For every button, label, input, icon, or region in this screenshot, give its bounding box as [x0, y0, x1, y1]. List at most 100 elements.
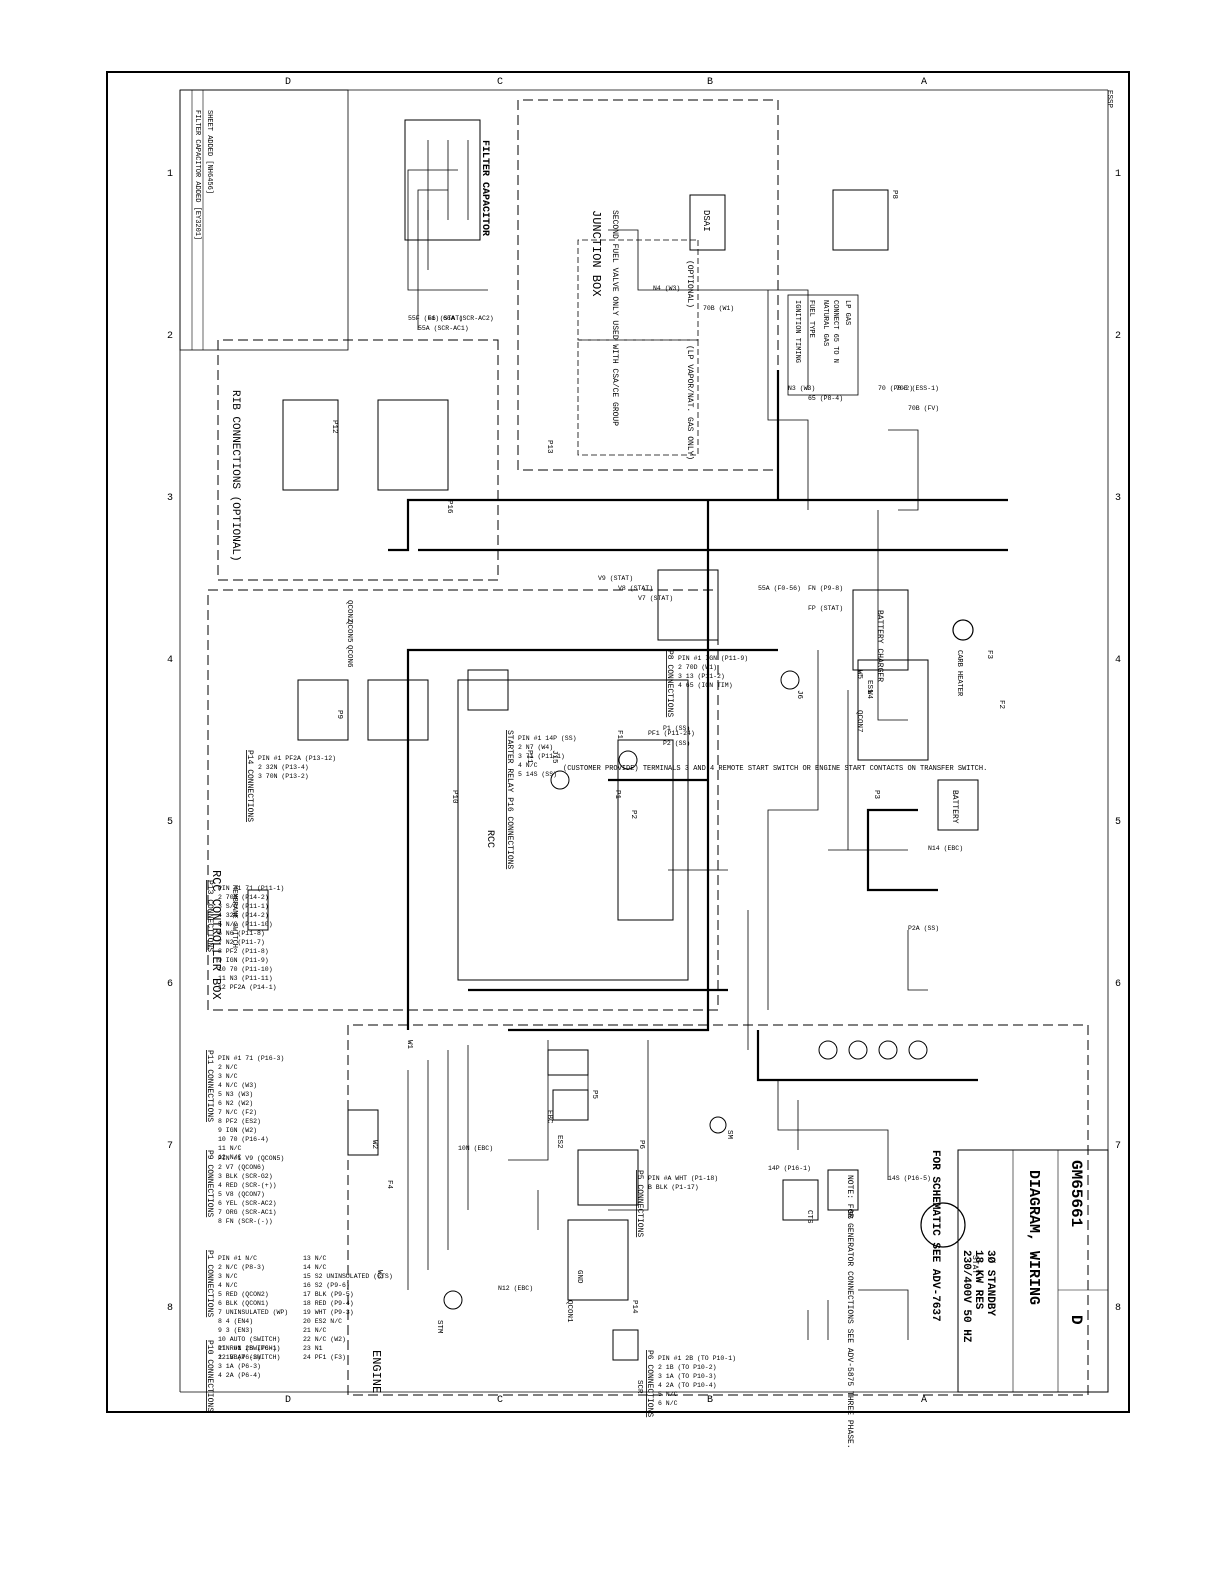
gnd-icon [709, 1116, 727, 1134]
pin-table-row: 5 N3 (W3) [218, 1091, 253, 1098]
zone-letter-top: A [921, 77, 927, 88]
pin-table-row: 13 N/C [303, 1255, 327, 1262]
cts-sensor [552, 1089, 589, 1121]
harness [388, 370, 1008, 1082]
wire-labels: 55F (F1)66 (STAT)66A (SCR-AC2)55A (SCR-A… [408, 285, 963, 1292]
connector-label: QCON2 [345, 600, 353, 623]
battery-label: BATTERY [950, 790, 959, 824]
pin-table-row: 8 4 (EN4) [218, 1318, 253, 1325]
pin-table-row: 3 70N (P13-2) [258, 773, 309, 780]
ss-solenoid [782, 1179, 819, 1221]
f2-fuse-icon [550, 770, 570, 790]
fuel-note-optional: (OPTIONAL) [685, 260, 694, 308]
wire-label: N3 (W3) [788, 385, 815, 392]
connector-p1 [617, 739, 674, 921]
membrane-switch [247, 889, 269, 931]
connector-label: W5 [855, 670, 863, 680]
wire-label: 70E (ESS-1) [896, 385, 939, 392]
pin-table-title: P13 CONNECTIONS [205, 880, 214, 952]
pin-table-row: 2 70D (W1) [678, 664, 717, 671]
pin-table-row: 4 2A (P6-4) [218, 1372, 261, 1379]
pin-table-row: PIN #1 PF2A (P13-12) [258, 755, 336, 762]
rib-box: RIB CONNECTIONS (OPTIONAL) [217, 339, 499, 581]
pin-table-row: 9 3 (EN3) [218, 1327, 253, 1334]
connector-label: P9 [335, 710, 343, 719]
alternator-l3 [818, 1040, 838, 1060]
filter-capacitor-label: FILTER CAPACITOR [479, 140, 490, 236]
pin-table-row: 2 70N (P14-2) [218, 894, 269, 901]
pin-table-row: 10 70 (P11-10) [218, 966, 273, 973]
connector-label: P14 [630, 1300, 638, 1314]
pin-table-row: 21 N/C [303, 1327, 327, 1334]
dsai-label: DSAI [701, 210, 711, 232]
pin-table-row: 12 N/C [218, 1154, 242, 1161]
stat-label: STAT [970, 1255, 979, 1274]
pin-table-row: PIN #1 14P (SS) [518, 735, 577, 742]
timing-table [787, 294, 859, 396]
customer-note: (CUSTOMER PROVIDE) TERMINALS 3 AND 4 REM… [563, 765, 987, 773]
pin-table-row: 5 N/C [658, 1391, 678, 1398]
battery-area: BATTERY CHARGER CARB HEATER BATTERY [852, 589, 979, 831]
connector-label: STM [435, 1320, 443, 1334]
connector-j15 [377, 399, 449, 491]
pin-table-title: P9 CONNECTIONS [205, 1150, 214, 1217]
zone-letter-top: D [285, 77, 291, 88]
connector-label: P16 [445, 500, 453, 514]
pin-table-row: 3 S/O (P11-1) [218, 903, 269, 910]
zone-letter-bottom: B [707, 1395, 713, 1406]
zone-letter-bottom: A [921, 1395, 927, 1406]
f3-fuse-icon [618, 750, 638, 770]
j6-connector [567, 1219, 629, 1301]
zone-letter-top: C [497, 77, 503, 88]
pin-table-row: 11 N/C [218, 1145, 242, 1152]
rotated-drawing: GM65661 D DIAGRAM, WIRING FOR SCHEMATIC … [179, 89, 1113, 1449]
pin-table-row: PIN #1 2B (TO P10-1) [658, 1355, 736, 1362]
membrane-switch-label: MEMBRANE SWITCH [230, 885, 238, 948]
connector-label: ESSP [1105, 90, 1113, 109]
pin-table-row: 7 N/C (F2) [218, 1109, 257, 1116]
pin-table-row: 6 YEL (SCR-AC2) [218, 1200, 277, 1207]
connector-label: P6 [637, 1140, 645, 1150]
zone-letter-bottom: C [497, 1395, 503, 1406]
pin-table-row: PIN #1 2B (P6-1) [218, 1345, 280, 1352]
pin-table-row: 15 S2 UNINSULATED (CTS) [303, 1273, 393, 1280]
pin-table-row: 12 PF2A (P14-1) [218, 984, 277, 991]
connector-label: ES2 [555, 1135, 563, 1149]
pin-table-row: 2 V7 (QCON6) [218, 1164, 265, 1171]
pin-table-row: 22 N/C (W2) [303, 1336, 346, 1343]
zone-number-right: 7 [1115, 1141, 1121, 1152]
pin-table-row: 12 VBAT (SWITCH) [218, 1354, 280, 1361]
scr-module [857, 659, 929, 761]
connector-label: F2 [997, 700, 1005, 709]
pin-table-row: 7 ORG (SCR-AC1) [218, 1209, 277, 1216]
pin-table-row: 14 N/C [303, 1264, 327, 1271]
fuel-note-lp: (LP VAPOR/NAT. GAS ONLY) [685, 345, 694, 460]
pin-table-row: 4 65 (IGN TIM) [678, 682, 733, 689]
thin-wires [407, 169, 928, 1340]
battery-charger-label: BATTERY CHARGER [875, 610, 884, 682]
timing-table-title: IGNITION TIMING [793, 300, 801, 363]
pin-table-row: 10 AUTO (SWITCH) [218, 1336, 280, 1343]
drawing-frame [106, 71, 1130, 1413]
model-line-1: 3Ø STANDBY [984, 1250, 996, 1316]
pin-table-row: 11 RUN (SWITCH) [218, 1345, 277, 1352]
zone-number-left: 8 [167, 1303, 173, 1314]
zone-letter-top: B [707, 77, 713, 88]
connector-p13 [282, 399, 339, 491]
wire-label: N4 (W3) [653, 285, 680, 292]
wire-label: 66A (SCR-AC2) [443, 315, 494, 322]
pin-table-row: 6 BLK (QCON1) [218, 1300, 269, 1307]
pin-table-row: 4 2A (TO P10-4) [658, 1382, 717, 1389]
wire-label: 65 (P8-4) [808, 395, 843, 402]
revision-block: SHEET ADDED [NH6456] FILTER CAPACITOR AD… [179, 89, 349, 351]
pin-table-row: PIN #1 71 (P11-1) [218, 885, 284, 892]
pin-table-row: 20 ES2 N/C [303, 1318, 342, 1325]
battery-charger [852, 589, 909, 671]
